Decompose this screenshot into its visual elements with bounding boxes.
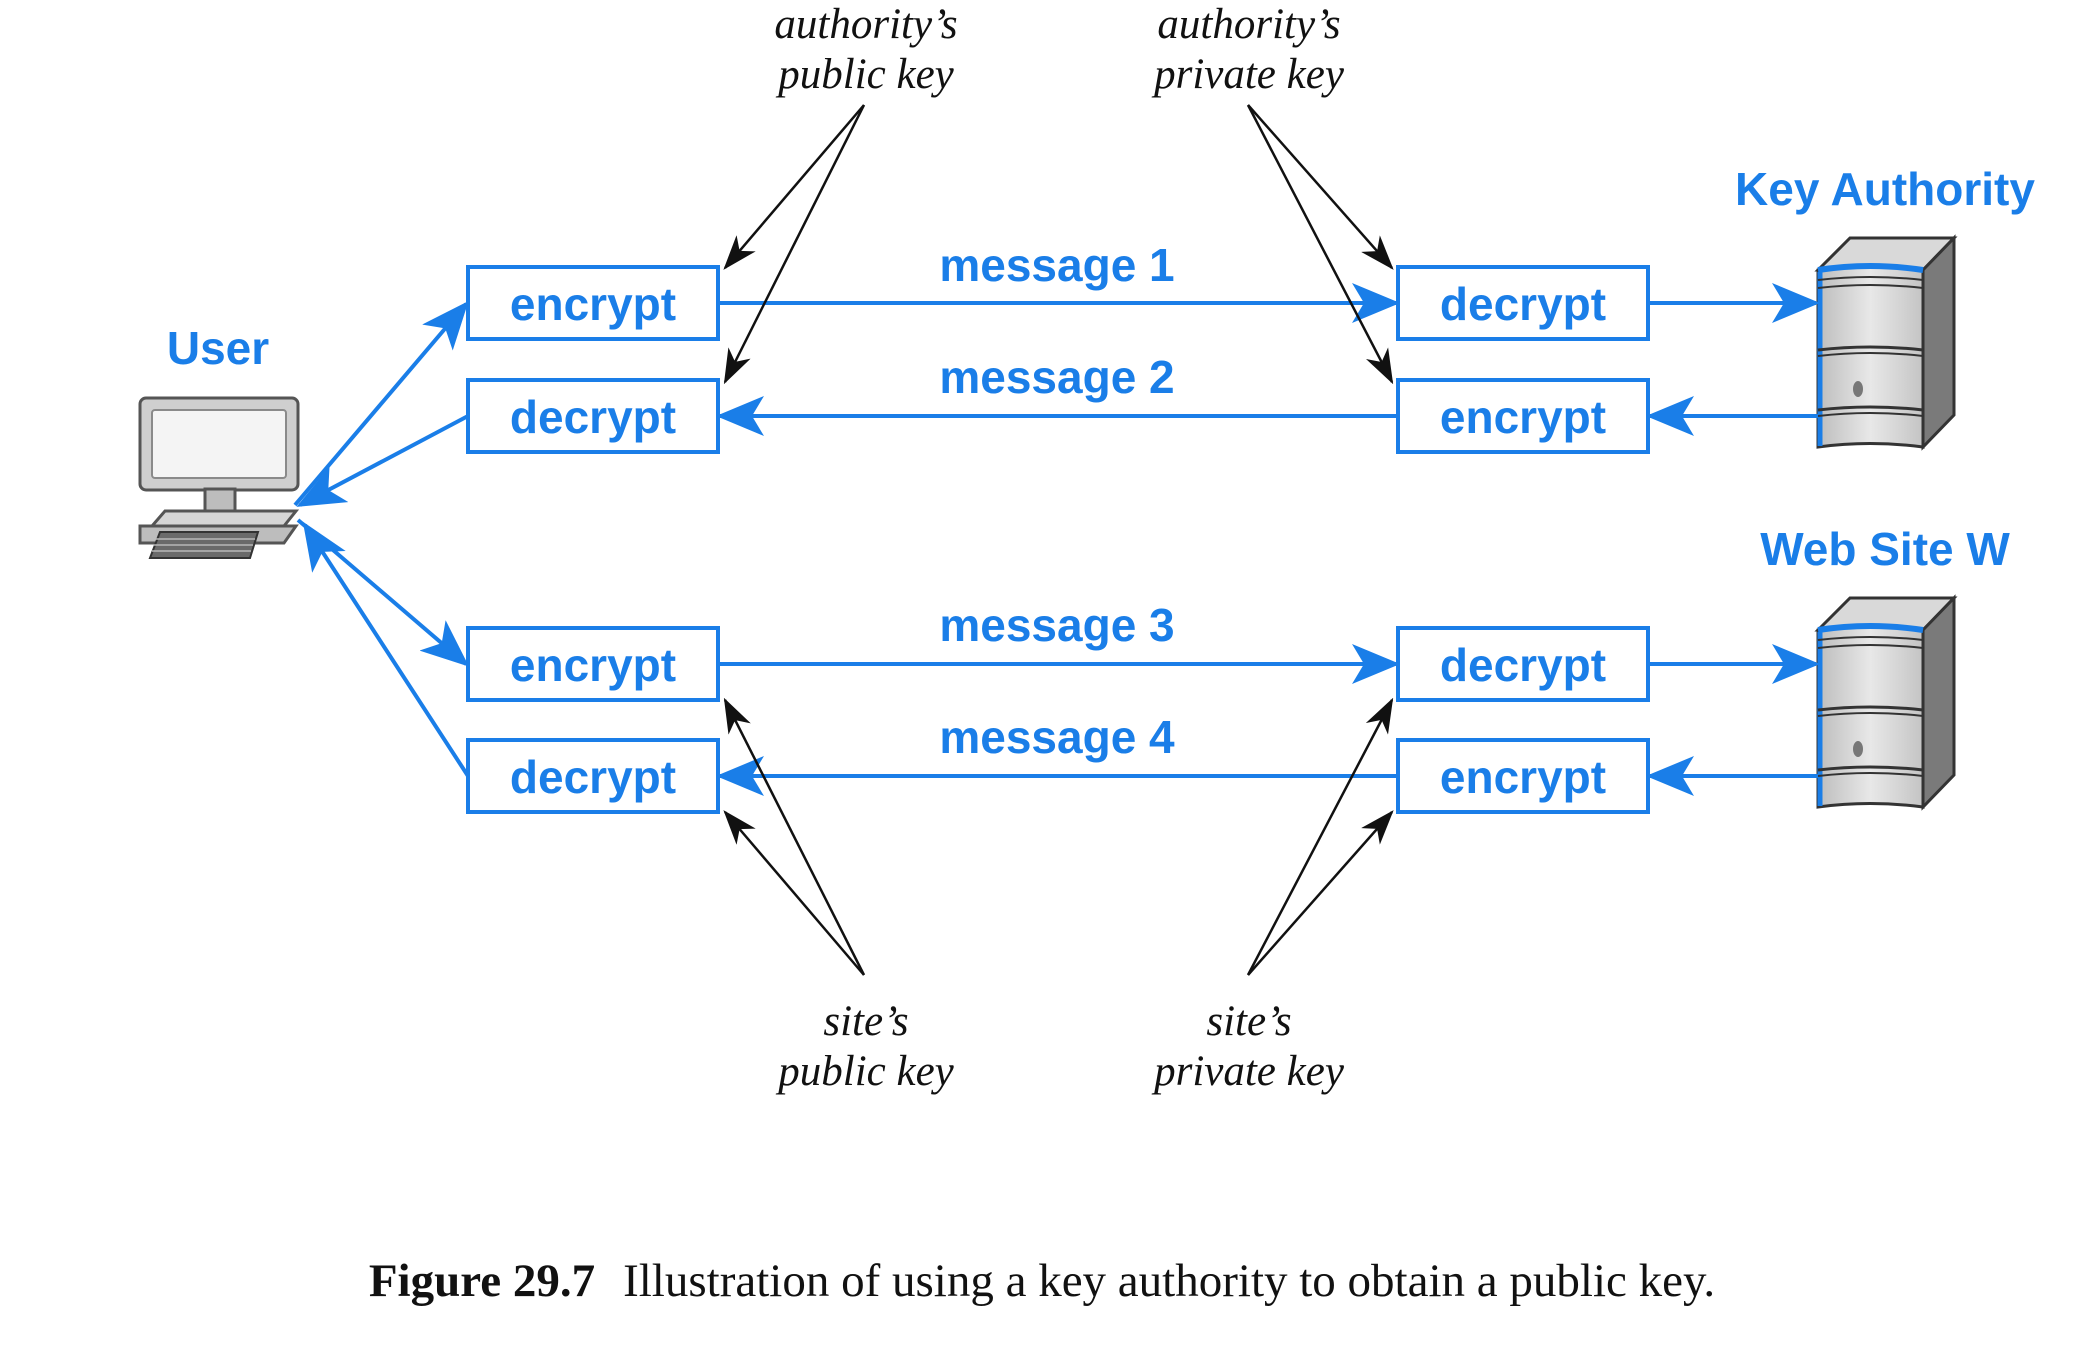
user-encrypt-label-3: encrypt (510, 639, 676, 691)
ws-decrypt-label-3: decrypt (1440, 639, 1606, 691)
key-arrow-auth-public-to-encrypt-1 (723, 104, 865, 270)
message-2-label: message 2 (939, 351, 1174, 403)
ws-decrypt-box-3: decrypt (1396, 626, 1650, 702)
web-site-server-icon (1814, 594, 1958, 811)
user-encrypt-label-1: encrypt (510, 278, 676, 330)
auth-public-key-line1: authority’s (774, 1, 957, 48)
user-decrypt-label-2: decrypt (510, 391, 676, 443)
message-1-label: message 1 (939, 239, 1174, 291)
message-3-label: message 3 (939, 599, 1174, 651)
user-decrypt-box-2: decrypt (466, 378, 720, 454)
auth-private-key-line2: private key (1151, 51, 1345, 98)
ws-encrypt-box-4: encrypt (1396, 738, 1650, 814)
user-encrypt-box-1: encrypt (466, 265, 720, 341)
ka-encrypt-box-2: encrypt (1396, 378, 1650, 454)
key-arrow-site-private-to-decrypt-3 (1246, 697, 1394, 976)
message-4-label: message 4 (939, 711, 1175, 763)
user-decrypt-label-4: decrypt (510, 751, 676, 803)
site-private-key-line1: site’s (1206, 998, 1291, 1045)
ws-encrypt-label-4: encrypt (1440, 751, 1606, 803)
auth-private-key-line1: authority’s (1157, 1, 1340, 48)
key-authority-server-icon (1814, 234, 1958, 451)
figure-caption-label: Figure 29.7 (369, 1255, 595, 1307)
key-authority-label: Key Authority (1735, 163, 2035, 215)
key-arrow-site-public-to-decrypt-4 (723, 810, 865, 976)
arrow-decrypt-2-to-user (296, 414, 469, 507)
user-encrypt-box-3: encrypt (466, 626, 720, 702)
figure-caption: Figure 29.7 Illustration of using a key a… (369, 1255, 1715, 1307)
site-public-key-line1: site’s (823, 998, 908, 1045)
key-arrow-auth-private-to-encrypt-2 (1246, 104, 1394, 385)
key-arrow-site-private-to-encrypt-4 (1247, 810, 1394, 976)
arrow-user-to-encrypt-1 (293, 300, 469, 507)
ka-decrypt-label-1: decrypt (1440, 278, 1606, 330)
site-private-key-line2: private key (1151, 1048, 1345, 1095)
key-arrow-auth-private-to-decrypt-1 (1247, 104, 1394, 270)
web-site-label: Web Site W (1760, 523, 2010, 575)
figure-caption-text: Illustration of using a key authority to… (623, 1255, 1715, 1307)
key-arrow-site-public-to-encrypt-3 (723, 697, 866, 976)
site-public-key-line2: public key (775, 1048, 954, 1095)
user-label: User (167, 322, 269, 374)
desktop-computer-icon (138, 396, 300, 559)
user-decrypt-box-4: decrypt (466, 738, 720, 814)
ka-encrypt-label-2: encrypt (1440, 391, 1606, 443)
auth-public-key-line2: public key (775, 51, 954, 98)
arrow-decrypt-4-to-user (302, 521, 470, 778)
key-arrow-auth-public-to-decrypt-2 (723, 104, 866, 385)
ka-decrypt-box-1: decrypt (1396, 265, 1650, 341)
